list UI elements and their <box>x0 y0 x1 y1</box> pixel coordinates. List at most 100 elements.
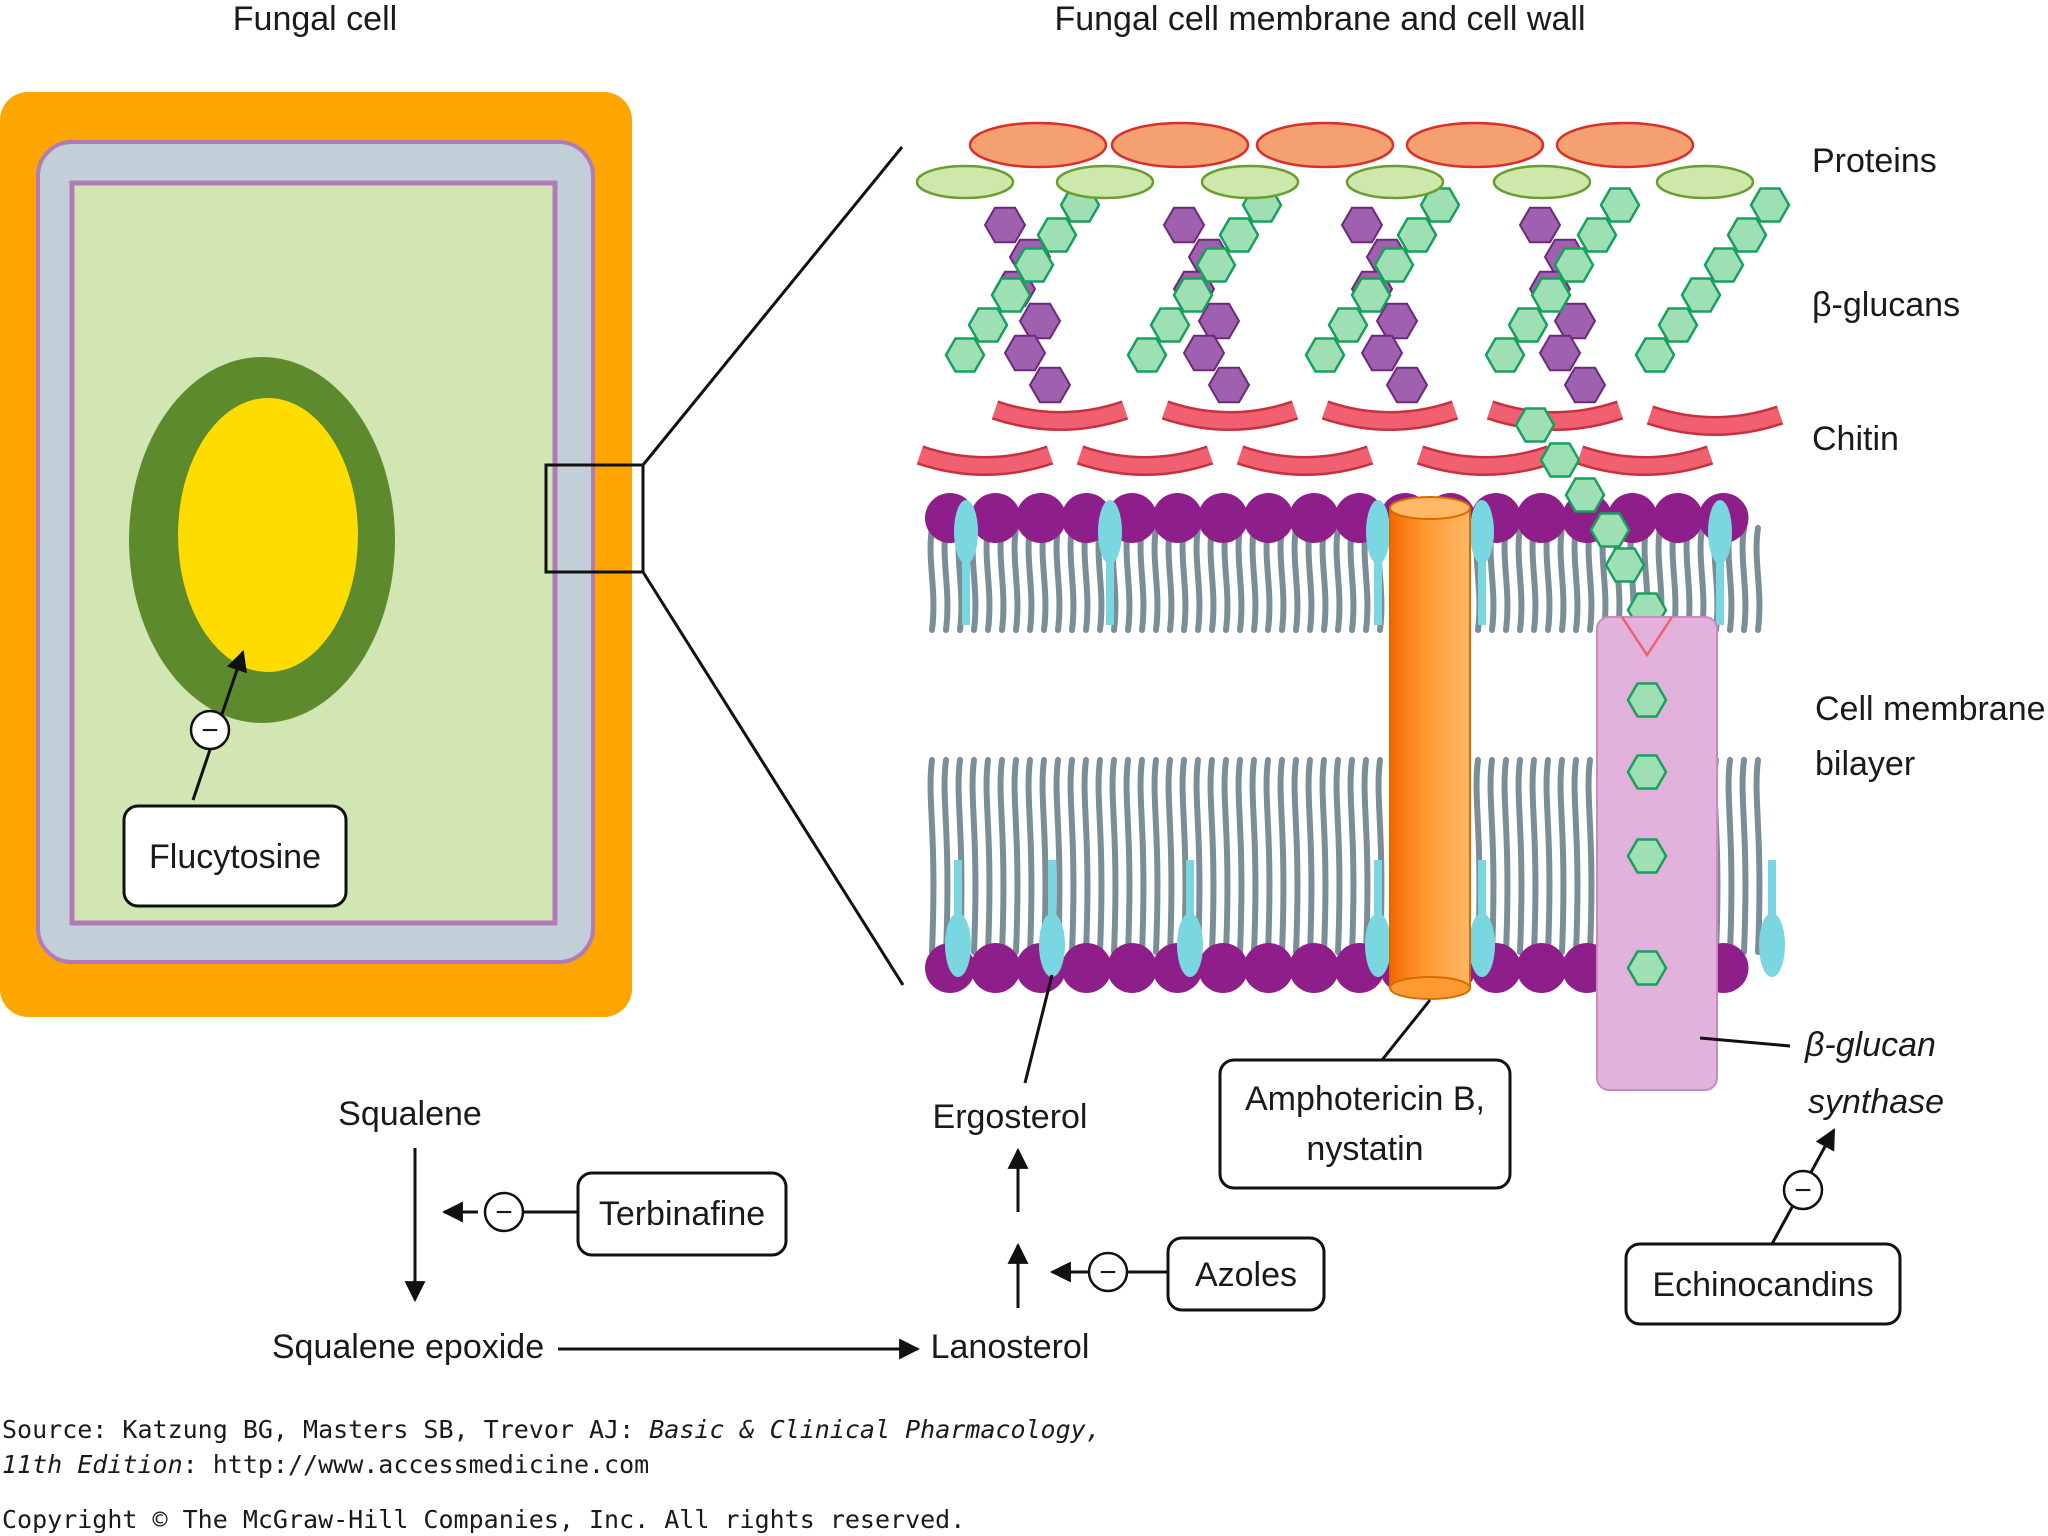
chitin-hexagon <box>1360 334 1404 372</box>
glucan-hexagon <box>1726 217 1768 253</box>
lipid-tail <box>1277 525 1287 633</box>
glucan-hexagon <box>1564 477 1606 513</box>
synthase-pointer-line <box>1699 1036 1791 1048</box>
lipid-tail <box>1277 757 1287 955</box>
lipid-tail <box>1067 525 1077 633</box>
svg-text:−: − <box>1794 1174 1812 1207</box>
lipid-tail <box>941 757 951 955</box>
lipid-tail <box>1165 757 1175 955</box>
glucan-hexagon <box>1149 307 1191 343</box>
glucan-hexagon <box>1350 277 1392 313</box>
ergosterol <box>1048 860 1056 922</box>
pathway-squalene-epoxide: Squalene epoxide <box>272 1328 544 1366</box>
glucan-hexagon <box>1013 247 1055 283</box>
lipid-tail <box>1025 757 1035 955</box>
lipid-tail <box>1067 757 1077 955</box>
lipid-tail <box>997 525 1007 633</box>
pathway-ergosterol: Ergosterol <box>933 1098 1088 1136</box>
lipid-tail <box>1179 757 1189 955</box>
lipid-tail <box>1081 757 1091 955</box>
glucan-hexagon <box>1396 217 1438 253</box>
lipid-tail <box>1725 757 1735 955</box>
glucan-hexagon <box>1327 307 1369 343</box>
glucan-hexagon <box>1373 247 1415 283</box>
protein-outer <box>968 121 1108 169</box>
svg-text:−: − <box>1099 1256 1117 1289</box>
chitin-arc <box>1417 447 1553 474</box>
lipid-tail <box>1515 525 1525 633</box>
lipid-tail <box>1305 525 1315 633</box>
cell-wall-proteins <box>915 121 1755 200</box>
lipid-head <box>970 493 1021 543</box>
echinocandins-label: Echinocandins <box>1624 1242 1902 1326</box>
lipid-tail <box>1025 525 1035 633</box>
glucan-hexagon <box>967 307 1009 343</box>
glucan-hexagon <box>1507 307 1549 343</box>
chitin-arc <box>1162 402 1298 429</box>
lipid-head <box>1198 493 1248 543</box>
protein-inner <box>1655 164 1755 200</box>
glucan-hexagon <box>1126 337 1168 373</box>
lipid-head <box>1016 493 1066 543</box>
protein-inner <box>1055 164 1155 200</box>
ergosterol <box>1469 913 1495 977</box>
glucan-hexagon <box>1626 838 1668 874</box>
lipid-tail <box>1529 757 1539 955</box>
glucan-hexagon <box>1172 277 1214 313</box>
lipid-tail <box>1179 525 1189 633</box>
ergosterol <box>1374 860 1382 922</box>
lipid-head <box>1289 493 1339 543</box>
chitin-hexagon <box>1563 366 1607 404</box>
lipid-tail <box>1683 525 1693 633</box>
lipid-tail <box>1585 757 1595 955</box>
chitin-hexagon <box>1518 206 1562 244</box>
copyright-notice: Copyright © The McGraw-Hill Companies, I… <box>2 1505 965 1534</box>
chitin-arc <box>1577 447 1713 474</box>
lipid-head <box>1516 493 1567 543</box>
lipid-tail <box>1333 757 1343 955</box>
chitin-hexagon-chains <box>983 206 1607 404</box>
lipid-tail <box>1291 757 1301 955</box>
lipid-tail <box>1557 757 1567 955</box>
chitin-arc <box>1647 407 1783 434</box>
glucan-hexagon <box>1484 337 1526 373</box>
ergosterol <box>1177 913 1203 977</box>
chitin-hexagon <box>1018 302 1062 340</box>
lipid-tail <box>1263 525 1273 633</box>
fungal-cell <box>0 92 645 1017</box>
svg-text:Amphotericin B,: Amphotericin B, <box>1245 1080 1485 1118</box>
glucan-hexagon <box>1604 547 1646 583</box>
lipid-head <box>1516 943 1567 993</box>
svg-text:Flucytosine: Flucytosine <box>149 838 321 876</box>
lipid-head <box>1289 943 1339 993</box>
lipid-tail <box>927 525 937 633</box>
lipid-tail <box>1501 525 1511 633</box>
ergosterol <box>1716 560 1724 625</box>
ergosterol <box>1374 560 1382 625</box>
lipid-tail <box>1151 525 1161 633</box>
glucan-hexagon <box>1514 407 1556 443</box>
lipid-tail <box>1011 757 1021 955</box>
glucan-hexagon <box>1576 217 1618 253</box>
chitin-hexagon <box>1538 334 1582 372</box>
ergosterol <box>1470 500 1494 564</box>
lipid-tail <box>1543 757 1553 955</box>
zoom-box <box>544 463 645 574</box>
lipid-tail <box>1319 525 1329 633</box>
lipid-tail <box>1123 757 1133 955</box>
label-beta-glucans: β-glucans <box>1812 286 1960 324</box>
ergosterol-molecules <box>945 500 1785 977</box>
lipid-tail <box>1053 525 1063 633</box>
chitin-hexagon <box>1197 302 1241 340</box>
lipid-tail <box>1501 757 1511 955</box>
lipid-tail <box>1081 525 1091 633</box>
ergosterol <box>962 560 970 625</box>
lipid-tail <box>1193 757 1203 955</box>
title-membrane-and-wall: Fungal cell membrane and cell wall <box>1054 0 1585 38</box>
lipid-tail <box>1739 757 1749 955</box>
lipid-head <box>1152 493 1203 543</box>
label-bilayer: bilayer <box>1815 745 1915 783</box>
glucan-hexagon <box>1539 442 1581 478</box>
